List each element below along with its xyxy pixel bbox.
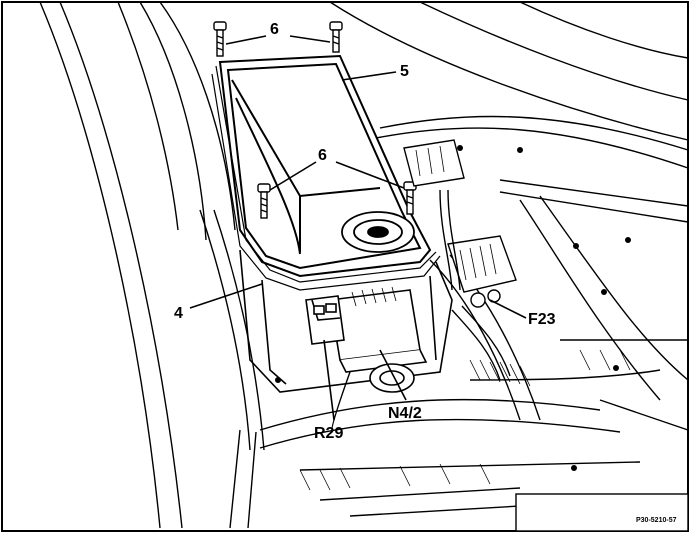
wiring <box>331 189 511 433</box>
callout-5: 5 <box>400 63 409 80</box>
callout-n4-2: N4/2 <box>388 405 422 422</box>
callout-f23: F23 <box>528 311 556 328</box>
leader-f23 <box>489 299 527 319</box>
screw-top-right <box>329 21 343 53</box>
leader-4 <box>189 283 263 309</box>
figure-ref-box: P30-5210-57 <box>515 493 689 532</box>
leader-n4-2 <box>379 349 407 401</box>
callout-r29: R29 <box>314 425 343 442</box>
body-fasteners <box>275 145 631 471</box>
cover-seal <box>211 65 441 291</box>
leader-6-top-left <box>225 35 267 45</box>
firewall-connector <box>403 139 465 187</box>
callout-6-top: 6 <box>270 21 279 38</box>
control-unit-n4-2 <box>329 286 428 393</box>
cover-boss <box>341 211 415 253</box>
figure-ref-label: P30-5210-57 <box>636 517 677 524</box>
screw-top-left <box>213 21 227 57</box>
relay-r29 <box>305 295 345 345</box>
leader-6-top-right <box>289 35 331 43</box>
vehicle-body-lines <box>39 1 689 529</box>
leader-r29 <box>323 339 335 421</box>
callout-4: 4 <box>174 305 183 322</box>
leader-6-mid-left <box>269 161 317 191</box>
screws <box>213 21 417 219</box>
leader-5 <box>341 71 397 81</box>
callout-6-mid: 6 <box>318 147 327 164</box>
leader-6-mid-right <box>335 161 405 189</box>
leader-lines <box>189 35 527 421</box>
module-box-housing <box>239 249 453 393</box>
screw-mid-left <box>257 183 271 219</box>
hatching <box>299 349 631 491</box>
